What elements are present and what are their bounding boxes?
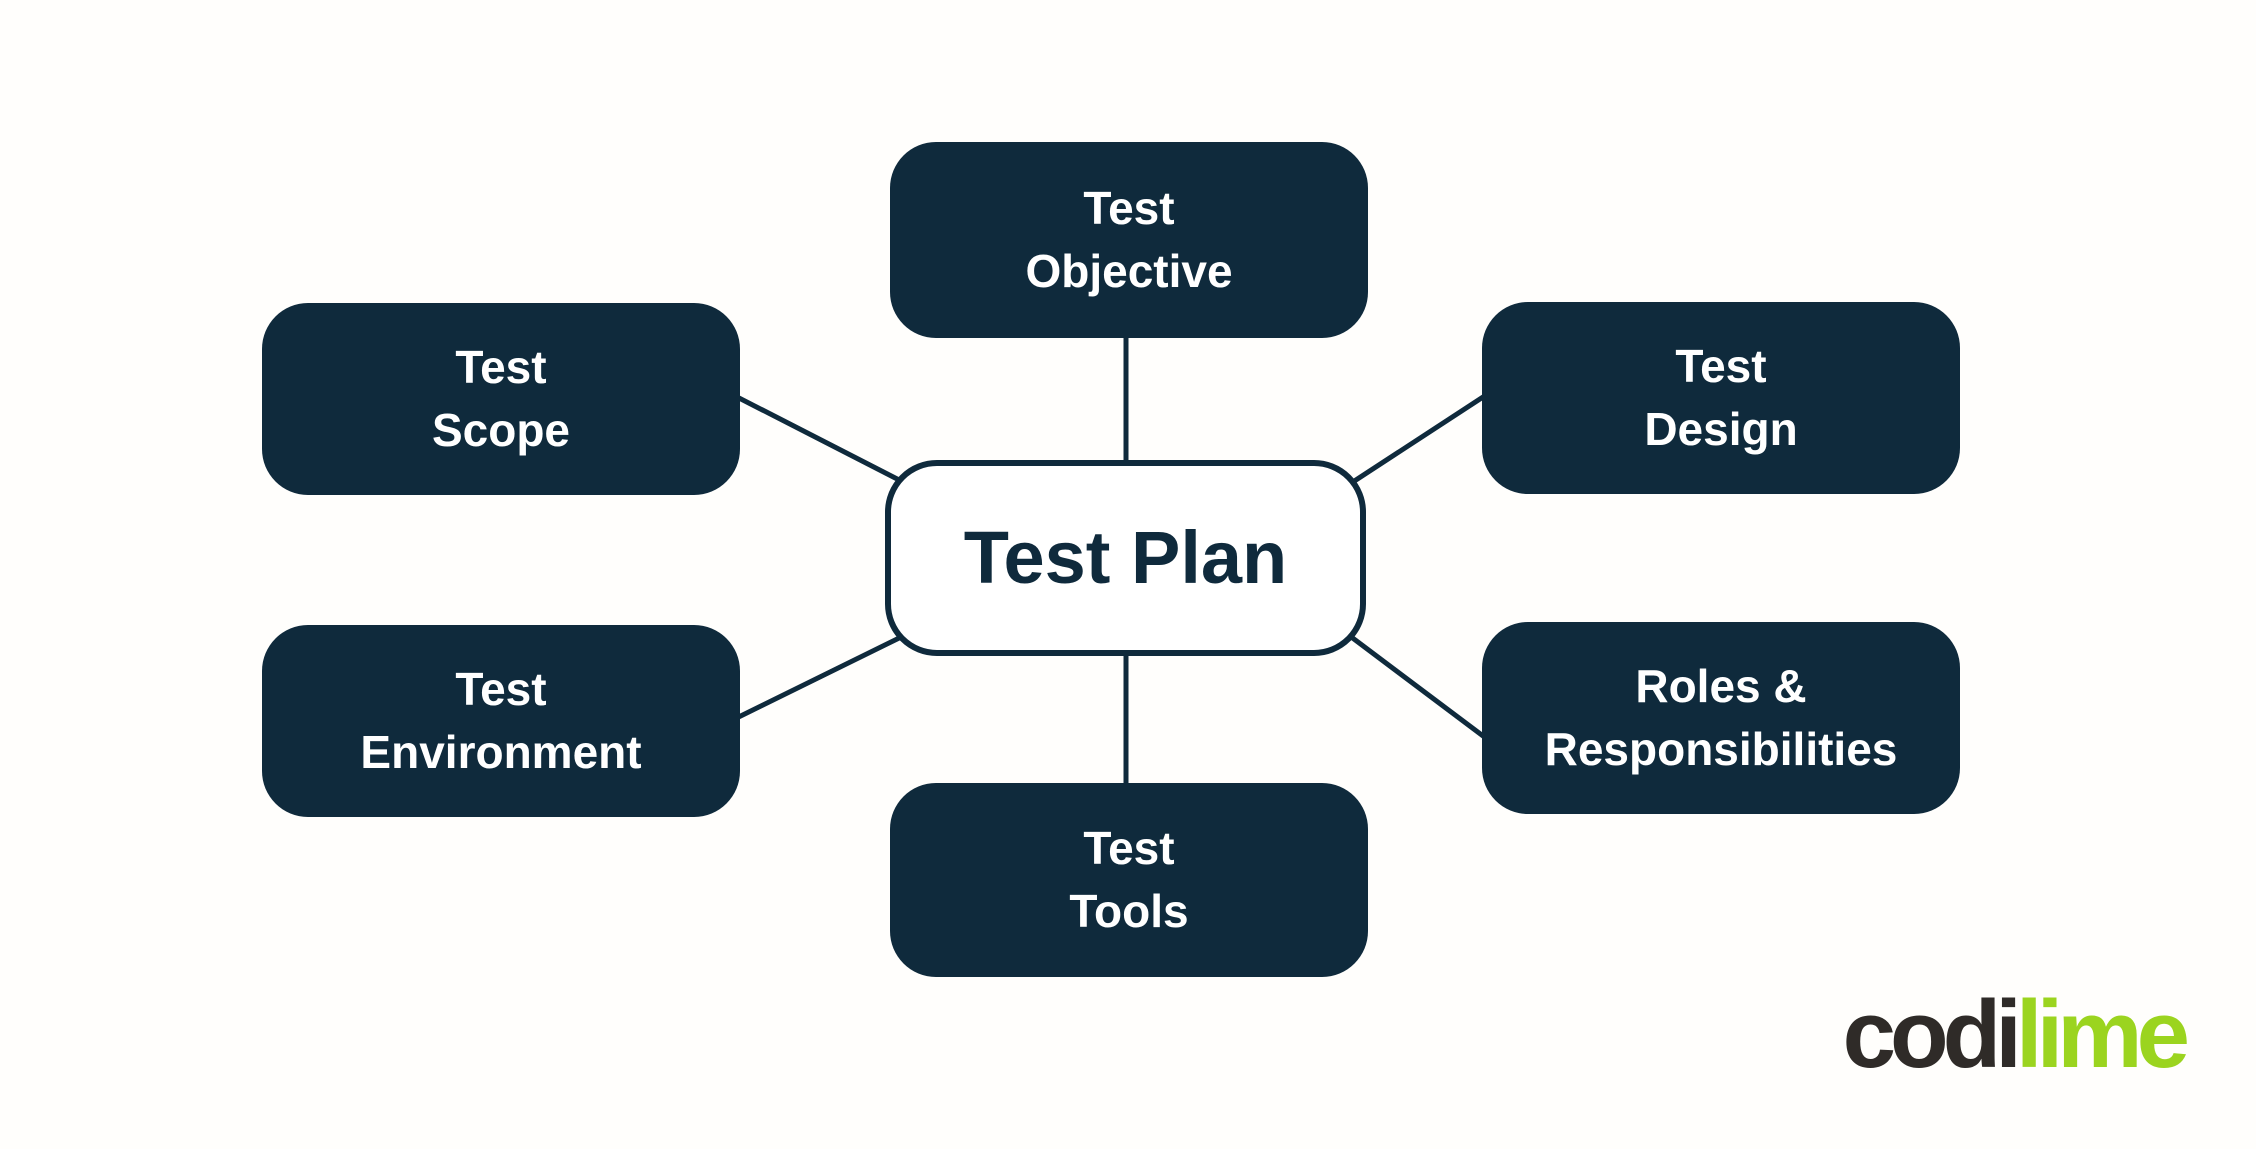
node-roles-responsibilities: Roles & Responsibilities — [1482, 622, 1960, 814]
node-test-scope: Test Scope — [262, 303, 740, 495]
node-test-design: Test Design — [1482, 302, 1960, 494]
node-test-environment: Test Environment — [262, 625, 740, 817]
node-label: Test Plan — [963, 516, 1288, 600]
node-label-line2: Design — [1644, 403, 1798, 455]
logo-text-codi: codi — [1842, 981, 2022, 1088]
node-label-line1: Roles & — [1635, 659, 1807, 712]
node-label-line2: Environment — [360, 726, 642, 778]
node-test-plan: Test Plan — [885, 460, 1366, 656]
logo-text-lime: lime — [2015, 981, 2190, 1088]
node-label-line1: Test — [1083, 181, 1175, 234]
codilime-logo: codilime — [1843, 987, 2190, 1083]
node-label-line1: Test — [455, 340, 547, 393]
node-test-objective: Test Objective — [890, 142, 1368, 338]
node-label-line1: Test — [1083, 821, 1175, 874]
node-label-line2: Responsibilities — [1544, 723, 1898, 775]
node-label-line1: Test — [455, 662, 547, 715]
node-test-tools: Test Tools — [890, 783, 1368, 977]
node-label-line2: Tools — [1069, 885, 1189, 937]
node-label-line2: Objective — [1025, 245, 1233, 297]
node-label-line1: Test — [1675, 339, 1767, 392]
node-label-line2: Scope — [431, 404, 571, 456]
